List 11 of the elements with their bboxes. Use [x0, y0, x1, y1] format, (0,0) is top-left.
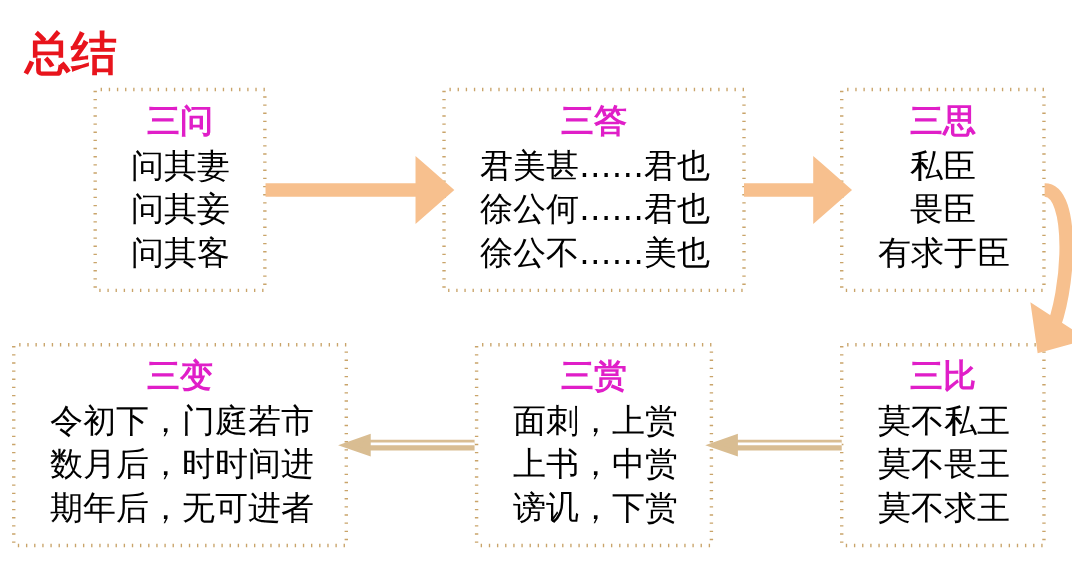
node-box: 三赏 面刺，上赏 上书，中赏 谤讥，下赏 — [474, 342, 714, 547]
arrow — [265, 155, 455, 224]
node-box: 三变 令初下，门庭若市 数月后，时时间进 期年后，无可进者 — [12, 342, 348, 547]
arrow — [338, 433, 475, 457]
arrow — [705, 433, 842, 457]
diagram-title: 总结 — [24, 25, 117, 80]
arrow — [744, 155, 853, 224]
node-box: 三答 君美甚……君也 徐公何……君也 徐公不……美也 — [442, 87, 746, 292]
node-box: 三比 莫不私王 莫不畏王 莫不求王 — [840, 342, 1046, 547]
node-box: 三思 私臣 畏臣 有求于臣 — [840, 87, 1046, 292]
node-box: 三问 问其妻 问其妾 问其客 — [93, 87, 267, 292]
